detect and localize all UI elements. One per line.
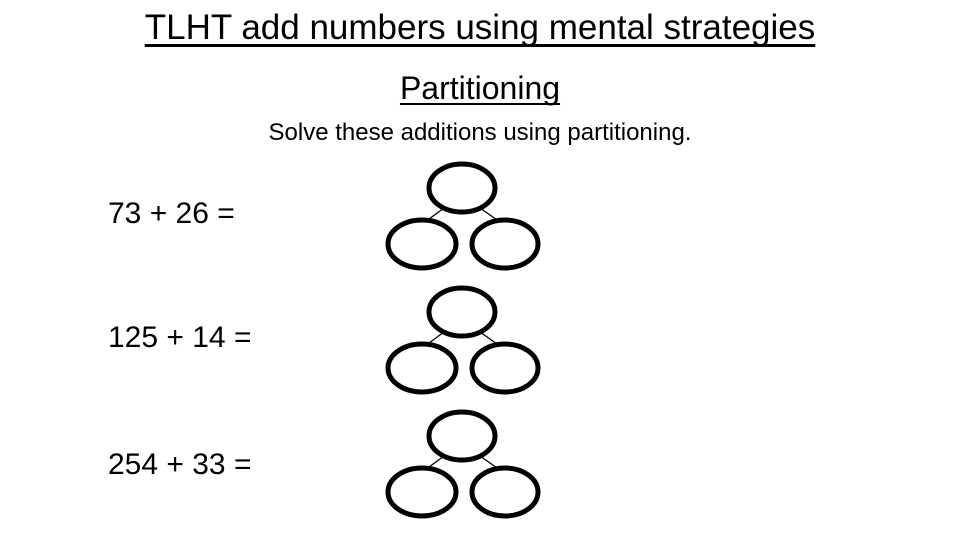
part-oval-left [385, 341, 459, 395]
part-oval-right [469, 341, 541, 395]
page-title: TLHT add numbers using mental strategies [144, 8, 816, 47]
problem-2-expression: 125 + 14 = [108, 321, 252, 354]
part-whole-diagram-3 [383, 408, 543, 520]
instruction-text: Solve these additions using partitioning… [268, 119, 692, 146]
problem-3-expression: 254 + 33 = [108, 448, 252, 481]
whole-oval [426, 285, 498, 339]
whole-oval [426, 409, 498, 463]
part-oval-right [469, 465, 541, 519]
part-oval-left [385, 465, 459, 519]
part-oval-left [385, 217, 459, 271]
part-whole-diagram-2 [383, 284, 543, 396]
part-whole-diagram-1 [383, 160, 543, 272]
part-oval-right [469, 217, 541, 271]
whole-oval [426, 161, 498, 215]
subtitle-partitioning: Partitioning [399, 70, 561, 106]
problem-1-expression: 73 + 26 = [108, 197, 235, 230]
